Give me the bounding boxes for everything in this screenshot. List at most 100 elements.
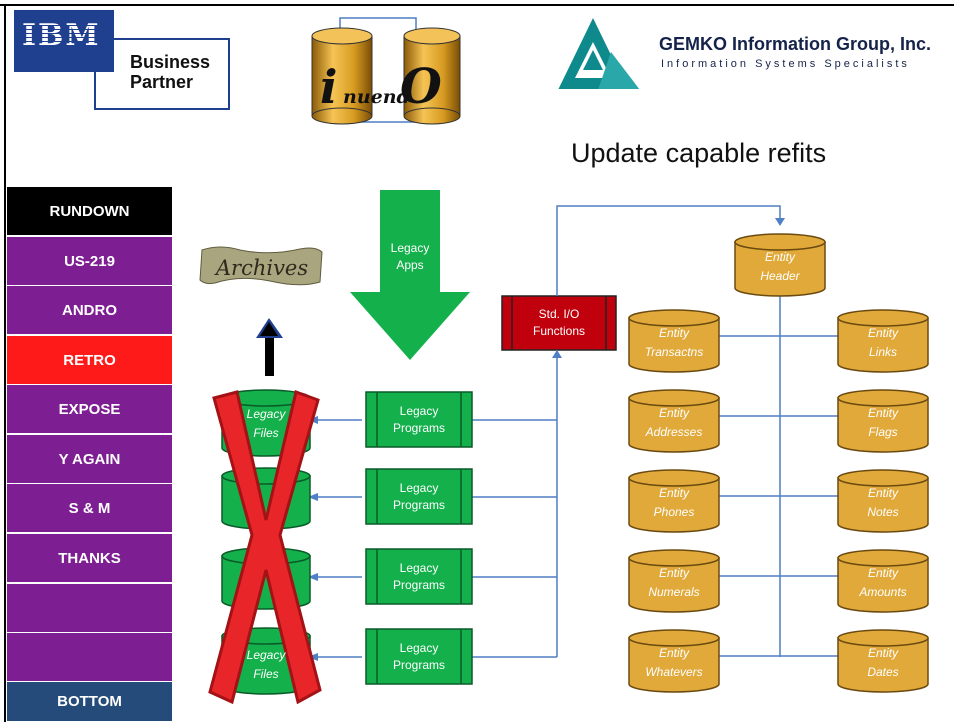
legacy-programs-box [365, 548, 473, 605]
entity-right-label-line2: Amounts [859, 585, 907, 599]
slide-title: Update capable refits [571, 138, 827, 168]
entity-left-cylinder [628, 469, 720, 533]
business-partner-line1: Business [130, 52, 211, 72]
menu-item-s-m[interactable]: S & M [6, 483, 173, 533]
menu-item-bottom[interactable]: BOTTOM [6, 681, 173, 722]
entity-left-label-line2: Addresses [645, 425, 703, 439]
entity-right-cylinder [837, 389, 929, 453]
gemko-subtitle: Information Systems Specialists [661, 58, 910, 70]
entity-left-label-line2: Whatevers [645, 665, 703, 679]
entity-left-cylinder [628, 549, 720, 613]
legacy-programs-label-line1: Legacy [399, 561, 439, 575]
menu-item-thanks[interactable]: THANKS [6, 533, 173, 583]
menu-item-blank-8[interactable] [6, 583, 173, 633]
legacy-programs-box [365, 391, 473, 448]
entity-left-cylinder [628, 389, 720, 453]
menu-item-retro[interactable]: RETRO [6, 335, 173, 385]
legacy-programs-box [365, 468, 473, 525]
legacy-programs-label-line1: Legacy [399, 481, 439, 495]
entity-left-cylinder [628, 629, 720, 693]
entity-left-label-line1: Entity [658, 326, 689, 340]
entity-left-label-line1: Entity [658, 646, 689, 660]
legacy-files-label-top-line1: Legacy [246, 407, 286, 421]
legacy-programs-label-line2: Programs [392, 421, 445, 435]
std-io-line2: Functions [532, 324, 586, 338]
ibm-logo [14, 10, 114, 72]
legacy-files-label-top-line2: Files [253, 426, 279, 440]
legacy-programs-label-line1: Legacy [399, 641, 439, 655]
entity-left-label-line2: Transactns [644, 345, 704, 359]
entity-right-cylinder [837, 549, 929, 613]
menu-item-expose[interactable]: EXPOSE [6, 384, 173, 434]
std-io-label: Std. I/O Functions [512, 306, 606, 340]
legacy-programs-label-line2: Programs [392, 498, 445, 512]
business-partner-line2: Partner [130, 72, 194, 92]
entity-left-label-line1: Entity [658, 566, 689, 580]
gemko-title: GEMKO Information Group, Inc. [659, 34, 931, 54]
menu-item-andro[interactable]: ANDRO [6, 285, 173, 335]
legacy-apps-label: Legacy Apps [380, 240, 440, 274]
entity-right-label-line1: Entity [867, 326, 898, 340]
entity-right-label-line2: Dates [867, 665, 899, 679]
slide-border-top [0, 4, 954, 6]
entity-right-label-line1: Entity [867, 566, 898, 580]
legacy-files-label-bottom-line1: Legacy [246, 648, 286, 662]
entity-left-cylinder [628, 309, 720, 373]
legacy-apps-line1: Legacy [390, 241, 430, 255]
entity-right-label-line1: Entity [867, 646, 898, 660]
business-partner-frame [94, 38, 230, 110]
entity-right-label-line2: Flags [868, 425, 898, 439]
entity-left-label-line2: Phones [653, 505, 695, 519]
archive-up-arrow [256, 318, 283, 376]
entity-right-label-line1: Entity [867, 486, 898, 500]
entity-right-label-line1: Entity [867, 406, 898, 420]
entity-left-label-line1: Entity [658, 486, 689, 500]
legacy-programs-label-line1: Legacy [399, 404, 439, 418]
legacy-programs-box [365, 628, 473, 685]
archives-label: Archives [215, 256, 309, 280]
red-cross-mark [208, 390, 322, 705]
menu-item-blank-9[interactable] [6, 632, 173, 682]
entity-left-label-line2: Numerals [648, 585, 700, 599]
ibm-logo-text: IBM [22, 18, 101, 53]
entity-header-label-line2: Header [760, 269, 800, 283]
entity-header-label-line1: Entity [764, 250, 795, 264]
entity-right-cylinder [837, 629, 929, 693]
legacy-apps-line2: Apps [396, 258, 424, 272]
entity-left-label-line1: Entity [658, 406, 689, 420]
legacy-programs-label-line2: Programs [392, 578, 445, 592]
legacy-programs-label-line2: Programs [392, 658, 445, 672]
connectors [310, 205, 841, 658]
std-io-functions-box [501, 295, 617, 351]
entity-header-cylinder [734, 233, 826, 297]
menu-item-y-again[interactable]: Y AGAIN [6, 434, 173, 484]
legacy-apps-arrow [350, 190, 470, 360]
legacy-files-label-bottom-line2: Files [253, 667, 279, 681]
legacy-programs-group [365, 391, 473, 685]
archives-scroll [199, 246, 323, 286]
entity-right-cylinder [837, 309, 929, 373]
entity-right-label-line2: Notes [867, 505, 899, 519]
entity-right-label-line2: Links [868, 345, 897, 359]
slide-border-left [4, 4, 6, 722]
menu-item-rundown[interactable]: RUNDOWN [6, 186, 173, 236]
